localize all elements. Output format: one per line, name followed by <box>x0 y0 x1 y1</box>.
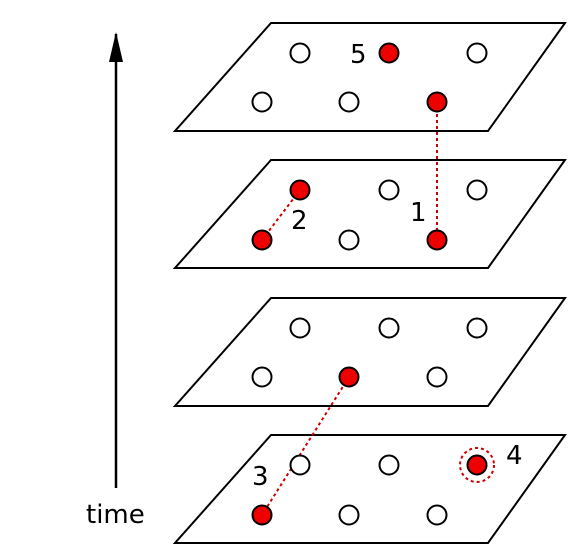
node <box>378 454 400 476</box>
node <box>251 366 273 388</box>
node <box>289 454 311 476</box>
node <box>289 42 311 64</box>
node <box>378 179 400 201</box>
label-1: 1 <box>410 198 427 228</box>
label-2: 2 <box>291 206 308 236</box>
node <box>378 317 400 339</box>
node-active <box>338 366 360 388</box>
node-active-4 <box>466 454 488 476</box>
node-active <box>251 504 273 526</box>
time-label: time <box>86 500 145 530</box>
plane-upper-middle <box>172 159 567 269</box>
node <box>466 179 488 201</box>
node <box>338 91 360 113</box>
node <box>426 504 448 526</box>
layer-top <box>172 22 567 132</box>
node-active <box>426 91 448 113</box>
node-active-5 <box>378 42 400 64</box>
node-active <box>289 179 311 201</box>
plane-lower-middle <box>172 297 567 407</box>
label-4: 4 <box>506 441 523 471</box>
node <box>289 317 311 339</box>
node-active <box>426 229 448 251</box>
plane-top <box>172 22 567 132</box>
label-5: 5 <box>350 40 367 70</box>
node <box>338 504 360 526</box>
node <box>251 91 273 113</box>
node-active <box>251 229 273 251</box>
node <box>338 229 360 251</box>
node <box>466 317 488 339</box>
layer-upper-middle <box>172 159 567 269</box>
time-arrowhead <box>109 32 123 62</box>
node <box>466 42 488 64</box>
label-3: 3 <box>252 462 269 492</box>
link-2 <box>261 189 301 241</box>
layer-lower-middle <box>172 297 567 407</box>
time-axis: time <box>86 32 145 530</box>
node <box>426 366 448 388</box>
self-loop-4 <box>459 447 495 483</box>
